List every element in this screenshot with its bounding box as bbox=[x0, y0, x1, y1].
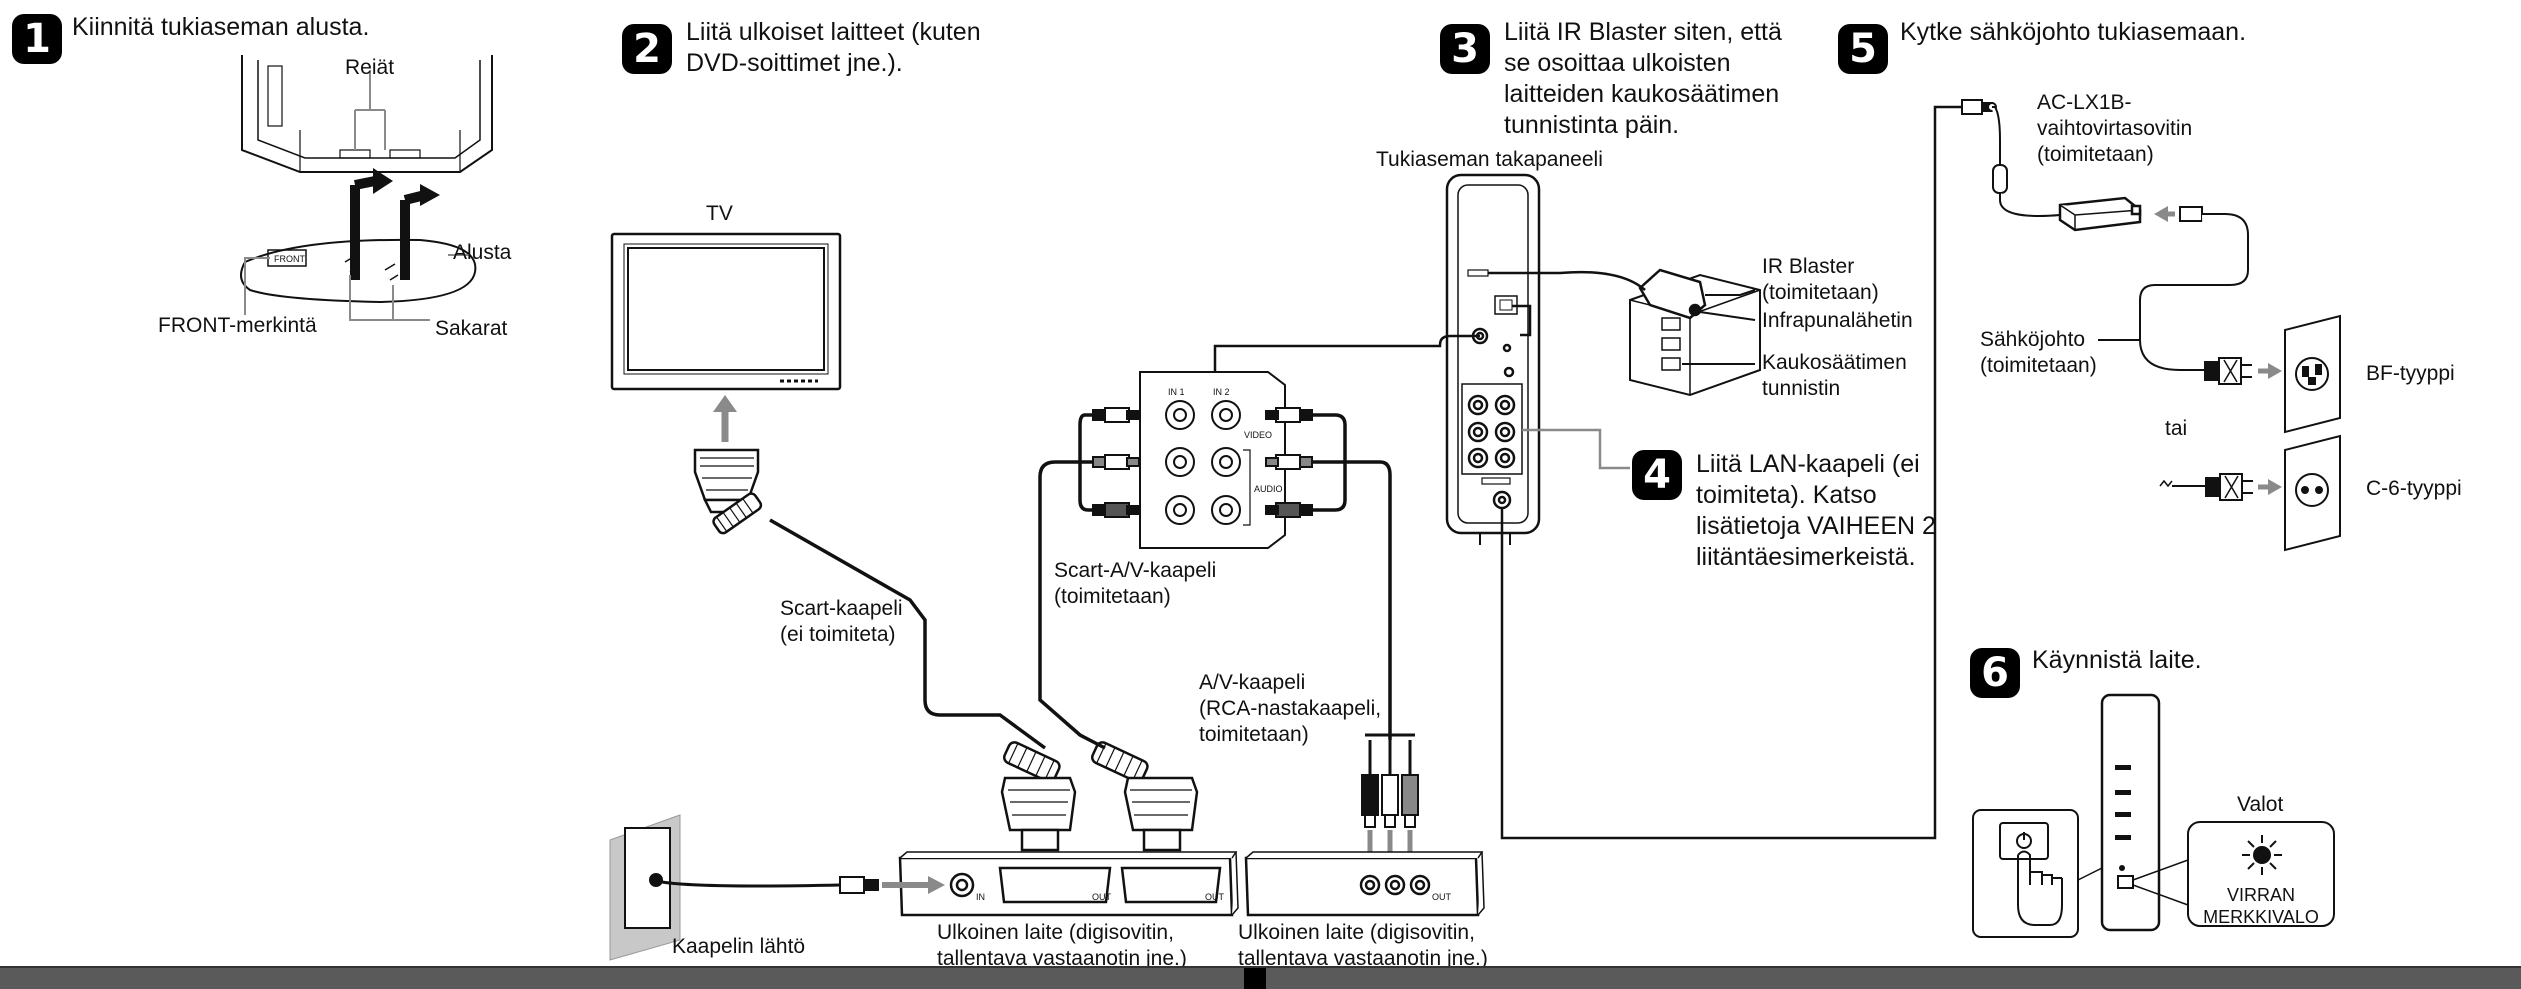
scart-cable-label: Scart-kaapeli (ei toimiteta) bbox=[780, 597, 903, 646]
tv-label: TV bbox=[706, 202, 733, 225]
scart-av-cable-label: Scart-A/V-kaapeli (toimitetaan) bbox=[1054, 559, 1217, 608]
lights-label: Valot bbox=[2237, 793, 2284, 816]
bottom-bar bbox=[0, 966, 2521, 989]
tabs-label: Sakarat bbox=[435, 317, 508, 340]
attach-arrows bbox=[350, 168, 440, 280]
step-2-number: 2 bbox=[622, 24, 672, 74]
cable-wall-outlet bbox=[609, 814, 681, 961]
power-button-callout bbox=[1972, 809, 2103, 938]
device-2-out-label: OUT bbox=[1432, 892, 1452, 902]
station-front bbox=[2100, 693, 2161, 932]
rear-panel-label: Tukiaseman takapaneeli bbox=[1376, 148, 1603, 171]
step-4-number: 4 bbox=[1632, 450, 1682, 500]
bf-plug bbox=[2204, 357, 2252, 385]
power-cord-label: Sähköjohto (toimitetaan) bbox=[1980, 328, 2097, 377]
scart-plug-device-1 bbox=[1000, 741, 1077, 852]
ac-adapter-label: AC-LX1B- vaihtovirtasovitin (toimitetaan… bbox=[2037, 91, 2193, 166]
panel-label-video: VIDEO bbox=[1244, 430, 1272, 440]
c6-arrow bbox=[2258, 479, 2282, 495]
av-panel bbox=[1139, 371, 1286, 549]
scart-av-cable-lines bbox=[1038, 413, 1392, 750]
antenna-plug bbox=[839, 876, 879, 894]
center-marker bbox=[1244, 968, 1266, 989]
ir-blaster-cable bbox=[1488, 270, 1646, 291]
external-device-2-label: Ulkoinen laite (digisovitin, tallentava … bbox=[1238, 921, 1488, 970]
base-callout-lines bbox=[244, 254, 470, 321]
external-device-2-box bbox=[1244, 851, 1485, 917]
av-cable-label: A/V-kaapeli (RCA-nastakaapeli, toimiteta… bbox=[1199, 671, 1382, 746]
step-3-number: 3 bbox=[1440, 24, 1490, 74]
scart-plug-top bbox=[693, 448, 763, 535]
or-label: tai bbox=[2165, 417, 2188, 440]
station-rear-panel bbox=[1445, 173, 1541, 545]
device-1-out-label-b: OUT bbox=[1205, 892, 1225, 902]
external-device-1-label: Ulkoinen laite (digisovitin, tallentava … bbox=[937, 921, 1187, 970]
step-6-number: 6 bbox=[1970, 648, 2020, 698]
step-4-text: Liitä LAN-kaapeli (ei toimiteta). Katso … bbox=[1696, 450, 1936, 571]
ac-adapter-box bbox=[2058, 196, 2142, 232]
tv-up-arrow bbox=[713, 395, 737, 442]
panel-label-in2: IN 2 bbox=[1213, 387, 1230, 397]
cable-outlet-label: Kaapelin lähtö bbox=[672, 935, 806, 958]
bf-socket bbox=[2284, 314, 2341, 434]
antenna-cable-line bbox=[661, 880, 841, 888]
device-1-in-label: IN bbox=[976, 892, 985, 902]
lan-arrow bbox=[1522, 428, 1630, 470]
step-1-text: Kiinnitä tukiaseman alusta. bbox=[72, 13, 370, 41]
rca-plugs-device bbox=[1361, 733, 1419, 828]
scart-plug-device-2 bbox=[1090, 741, 1199, 852]
step-1-number: 1 bbox=[12, 14, 62, 64]
panel-connection-lines bbox=[1213, 304, 1532, 372]
adapter-arrow bbox=[2154, 206, 2175, 222]
front-mark-label: FRONT-merkintä bbox=[158, 314, 317, 337]
device-1-out-label-a: OUT bbox=[1092, 892, 1112, 902]
power-indicator-label: VIRRAN MERKKIVALO bbox=[2203, 885, 2319, 927]
ir-blaster-label: IR Blaster (toimitetaan) bbox=[1762, 255, 1879, 304]
step-2-text: Liitä ulkoiset laitteet (kuten DVD-soitt… bbox=[686, 18, 981, 77]
holes-callout bbox=[354, 70, 386, 150]
step-5-text: Kytke sähköjohto tukiasemaan. bbox=[1900, 18, 2247, 46]
dc-plug bbox=[1961, 99, 2061, 217]
bf-arrow bbox=[2258, 363, 2282, 379]
c6-type-label: C-6-tyyppi bbox=[2366, 477, 2462, 500]
ir-blaster-unit bbox=[1638, 268, 1707, 320]
remote-sensor-label: Kaukosäätimen tunnistin bbox=[1762, 351, 1907, 400]
svg-text:FRONT: FRONT bbox=[274, 254, 305, 264]
adapter-cable-plug bbox=[2139, 206, 2249, 371]
base-label: Alusta bbox=[453, 241, 512, 264]
av-panel-labels: IN 1 IN 2 VIDEO AUDIO bbox=[1168, 387, 1283, 494]
step-6-text: Käynnistä laite. bbox=[2032, 646, 2202, 674]
scart-cable-line bbox=[769, 518, 1047, 750]
panel-label-in1: IN 1 bbox=[1168, 387, 1185, 397]
tv-illustration bbox=[610, 232, 842, 391]
holes-label: Reiät bbox=[345, 56, 395, 79]
base-station-bottom-illustration bbox=[241, 55, 493, 173]
antenna-arrow bbox=[882, 876, 945, 894]
external-device-1-box bbox=[898, 851, 1239, 917]
step-5-number: 5 bbox=[1838, 24, 1888, 74]
ir-callout-lines bbox=[1682, 289, 1756, 365]
rca-plugs-panel bbox=[1092, 407, 1313, 518]
lan-cable-line bbox=[1500, 105, 1962, 840]
step-3-text: Liitä IR Blaster siten, että se osoittaa… bbox=[1504, 18, 1782, 139]
c6-socket bbox=[2284, 434, 2341, 552]
device-port-labels: IN OUT OUT OUT bbox=[976, 892, 1452, 902]
bf-type-label: BF-tyyppi bbox=[2366, 362, 2455, 385]
power-indicator-callout bbox=[2117, 821, 2335, 927]
c6-plug bbox=[2159, 473, 2253, 501]
ir-emitter-label: Infrapunalähetin bbox=[1762, 309, 1913, 332]
panel-label-audio: AUDIO bbox=[1254, 484, 1283, 494]
